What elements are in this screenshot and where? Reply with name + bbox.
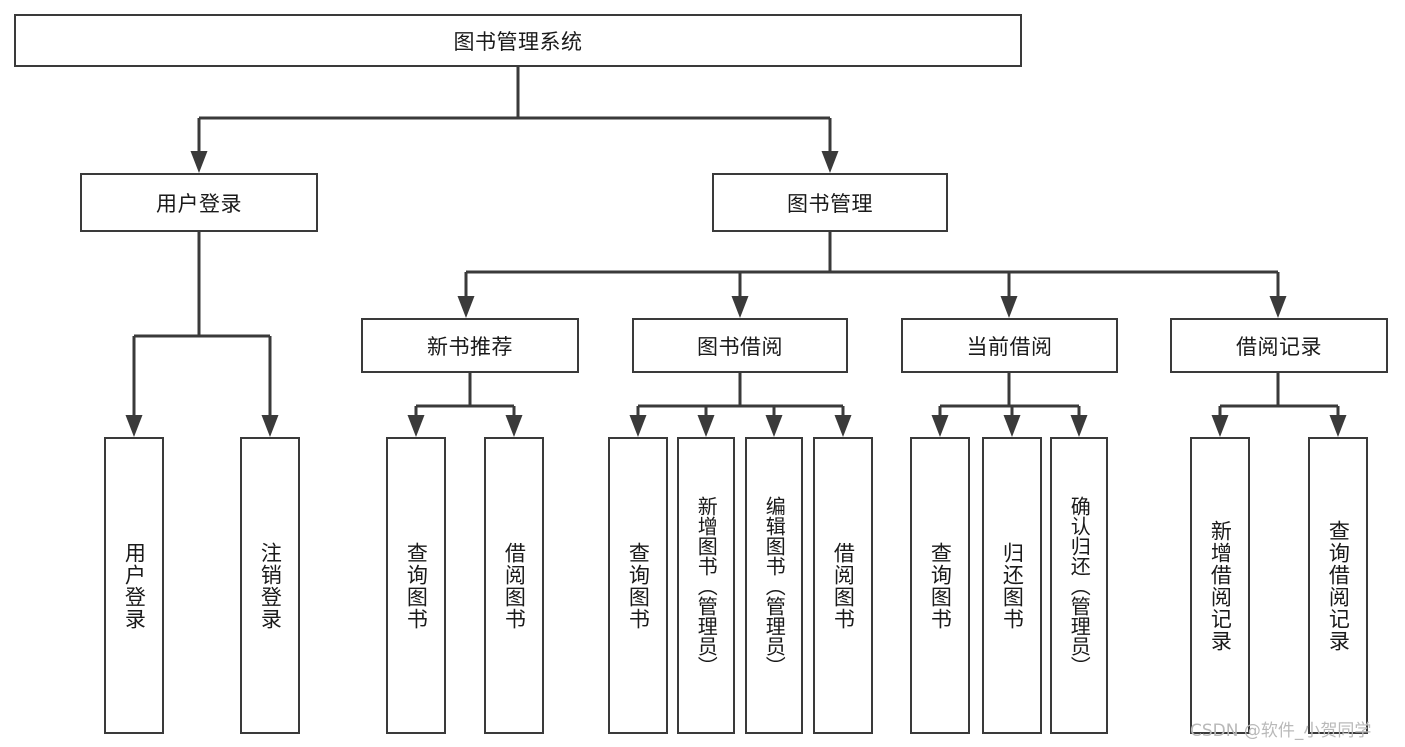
arrowhead — [125, 415, 143, 437]
node-label: 新增借阅记录 — [1208, 519, 1233, 652]
leaf-node-leaf-query-book-2[interactable]: 查询图书 — [608, 437, 668, 734]
leaf-node-leaf-user-login[interactable]: 用户登录 — [104, 437, 164, 734]
arrowhead — [1000, 296, 1018, 318]
connector-arrow — [457, 272, 475, 318]
branch-node-user-login[interactable]: 用户登录 — [80, 173, 318, 232]
arrowhead — [1003, 415, 1021, 437]
arrowhead — [834, 415, 852, 437]
node-label: 注销登录 — [258, 541, 283, 630]
arrowhead — [1269, 296, 1287, 318]
connector-arrow — [697, 406, 715, 437]
connector-arrow — [190, 118, 208, 173]
arrowhead — [1070, 415, 1088, 437]
node-label: 用户登录 — [156, 191, 242, 216]
leaf-node-leaf-add-record[interactable]: 新增借阅记录 — [1190, 437, 1250, 734]
arrowhead — [931, 415, 949, 437]
leaf-node-leaf-borrow-book-2[interactable]: 借阅图书 — [813, 437, 873, 734]
node-label: 查询借阅记录 — [1326, 519, 1351, 652]
leaf-node-leaf-query-book-1[interactable]: 查询图书 — [386, 437, 446, 734]
connector-arrow — [1000, 272, 1018, 318]
node-label: 当前借阅 — [966, 334, 1053, 359]
leaf-node-leaf-borrow-book-1[interactable]: 借阅图书 — [484, 437, 544, 734]
arrowhead — [821, 151, 839, 173]
connector-arrow — [1070, 406, 1088, 437]
connector-arrow — [1269, 272, 1287, 318]
node-label: 编辑图书（管理员） — [762, 495, 787, 676]
connector-arrow — [1211, 406, 1229, 437]
node-label: 图书借阅 — [697, 334, 783, 359]
arrowhead — [765, 415, 783, 437]
arrowhead — [731, 296, 749, 318]
leaf-node-leaf-return-book[interactable]: 归还图书 — [982, 437, 1042, 734]
connector-arrow — [731, 272, 749, 318]
leaf-node-leaf-edit-book[interactable]: 编辑图书（管理员） — [745, 437, 803, 734]
node-label: 用户登录 — [122, 541, 147, 630]
node-label: 归还图书 — [1000, 541, 1025, 630]
leaf-node-leaf-confirm-return[interactable]: 确认归还（管理员） — [1050, 437, 1108, 734]
node-label: 图书管理系统 — [453, 29, 583, 54]
module-node-book-borrow[interactable]: 图书借阅 — [632, 318, 848, 373]
connector-arrow — [407, 406, 425, 437]
node-label: 确认归还（管理员） — [1067, 495, 1092, 676]
arrowhead — [1211, 415, 1229, 437]
node-label: 查询图书 — [626, 541, 651, 630]
arrowhead — [261, 415, 279, 437]
connector-arrow — [931, 406, 949, 437]
arrowhead — [629, 415, 647, 437]
branch-node-book-manage[interactable]: 图书管理 — [712, 173, 948, 232]
node-label: 借阅图书 — [502, 541, 527, 630]
node-label: 新增图书（管理员） — [694, 495, 719, 676]
connector-arrow — [834, 406, 852, 437]
arrowhead — [457, 296, 475, 318]
connector-arrow — [1329, 406, 1347, 437]
leaf-node-leaf-add-book[interactable]: 新增图书（管理员） — [677, 437, 735, 734]
module-node-new-book-recommend[interactable]: 新书推荐 — [361, 318, 579, 373]
arrowhead — [1329, 415, 1347, 437]
arrowhead — [697, 415, 715, 437]
node-label: 新书推荐 — [427, 334, 513, 359]
watermark-label: CSDN @软件_小贺同学 — [1190, 721, 1372, 741]
connector-arrow — [505, 406, 523, 437]
arrowhead — [190, 151, 208, 173]
root-node-root[interactable]: 图书管理系统 — [14, 14, 1022, 67]
node-label: 借阅图书 — [831, 541, 856, 630]
connector-arrow — [1003, 406, 1021, 437]
module-node-borrow-record[interactable]: 借阅记录 — [1170, 318, 1388, 373]
leaf-node-leaf-logout[interactable]: 注销登录 — [240, 437, 300, 734]
arrowhead — [407, 415, 425, 437]
leaf-node-leaf-query-record[interactable]: 查询借阅记录 — [1308, 437, 1368, 734]
module-node-current-borrow[interactable]: 当前借阅 — [901, 318, 1118, 373]
leaf-node-leaf-query-book-3[interactable]: 查询图书 — [910, 437, 970, 734]
node-label: 查询图书 — [928, 541, 953, 630]
node-label: 图书管理 — [787, 191, 873, 216]
node-label: 借阅记录 — [1236, 334, 1322, 359]
connector-arrow — [765, 406, 783, 437]
arrowhead — [505, 415, 523, 437]
connector-arrow — [821, 118, 839, 173]
connector-arrow — [629, 406, 647, 437]
connector-arrow — [125, 336, 143, 437]
connector-arrow — [261, 336, 279, 437]
node-label: 查询图书 — [404, 541, 429, 630]
